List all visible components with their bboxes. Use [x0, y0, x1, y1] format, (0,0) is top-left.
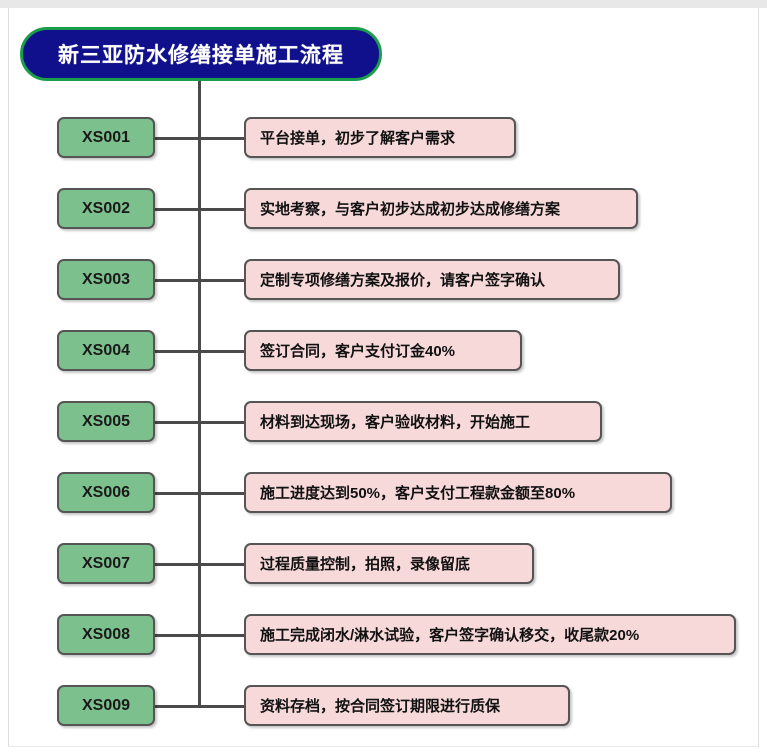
step-code-box[interactable]: XS004	[57, 330, 155, 371]
row-connector	[155, 279, 244, 282]
row-connector	[155, 492, 244, 495]
step-code-box[interactable]: XS007	[57, 543, 155, 584]
row-connector	[155, 350, 244, 353]
step-description-box[interactable]: 材料到达现场，客户验收材料，开始施工	[244, 401, 602, 442]
step-description-box[interactable]: 定制专项修缮方案及报价，请客户签字确认	[244, 259, 620, 300]
step-description-box[interactable]: 平台接单，初步了解客户需求	[244, 117, 516, 158]
page-top-rule	[0, 0, 767, 8]
step-code-box[interactable]: XS002	[57, 188, 155, 229]
row-connector	[155, 421, 244, 424]
step-description-box[interactable]: 实地考察，与客户初步达成初步达成修缮方案	[244, 188, 638, 229]
step-description-box[interactable]: 过程质量控制，拍照，录像留底	[244, 543, 534, 584]
step-description-box[interactable]: 签订合同，客户支付订金40%	[244, 330, 522, 371]
page-right-rule	[758, 8, 759, 746]
spine-connector	[198, 81, 201, 707]
page-left-rule	[8, 8, 9, 746]
step-description-box[interactable]: 施工完成闭水/淋水试验，客户签字确认移交，收尾款20%	[244, 614, 736, 655]
row-connector	[155, 208, 244, 211]
step-description-box[interactable]: 施工进度达到50%，客户支付工程款金额至80%	[244, 472, 672, 513]
step-code-box[interactable]: XS008	[57, 614, 155, 655]
step-code-box[interactable]: XS005	[57, 401, 155, 442]
row-connector	[155, 137, 244, 140]
row-connector	[155, 563, 244, 566]
step-code-box[interactable]: XS003	[57, 259, 155, 300]
step-code-box[interactable]: XS006	[57, 472, 155, 513]
step-code-box[interactable]: XS009	[57, 685, 155, 726]
row-connector	[155, 634, 244, 637]
step-code-box[interactable]: XS001	[57, 117, 155, 158]
page-bottom-rule	[8, 746, 759, 747]
step-description-box[interactable]: 资料存档，按合同签订期限进行质保	[244, 685, 570, 726]
row-connector	[155, 705, 244, 708]
flowchart-title: 新三亚防水修缮接单施工流程	[20, 27, 382, 81]
